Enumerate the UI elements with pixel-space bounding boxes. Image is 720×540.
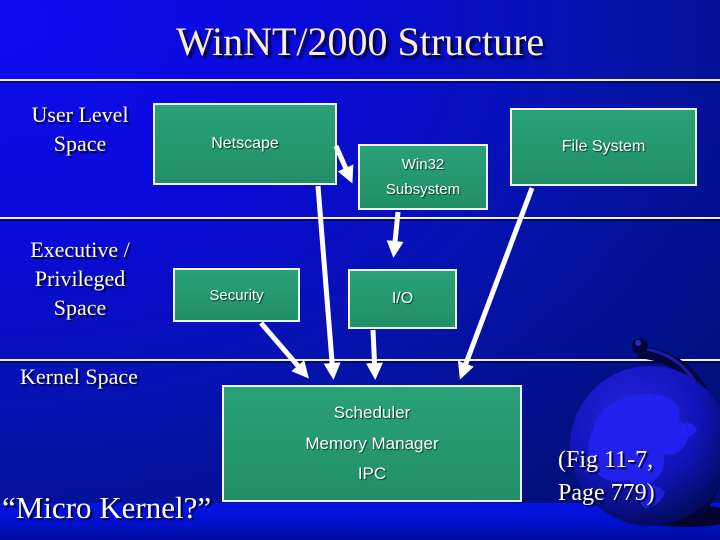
security-box: Security bbox=[173, 268, 300, 322]
arrow-io-to-kernel-core bbox=[366, 329, 383, 380]
figure-caption-line2: Page 779) bbox=[558, 480, 655, 506]
figure-caption: (Fig 11-7, Page 779) bbox=[558, 444, 655, 510]
win32-box-line2: Subsystem bbox=[385, 180, 461, 198]
user-level-line2: Space bbox=[53, 131, 107, 156]
netscape-box: Netscape bbox=[153, 103, 337, 185]
executive-line1: Executive / bbox=[30, 237, 130, 262]
kernel-space-label: Kernel Space bbox=[20, 364, 138, 389]
ipc-label: IPC bbox=[357, 463, 387, 483]
io-box: I/O bbox=[348, 269, 457, 329]
divider-executive-kernel bbox=[0, 359, 720, 361]
arrow-security-to-kernel-core bbox=[259, 321, 309, 379]
micro-kernel-quote: “Micro Kernel?” bbox=[2, 490, 212, 525]
executive-space-label: Executive / Privileged Space bbox=[5, 235, 155, 322]
win32-box-line1: Win32 bbox=[401, 156, 445, 174]
file-system-box-label: File System bbox=[561, 138, 646, 155]
divider-user-executive bbox=[0, 217, 720, 219]
arrow-netscape-to-kernel-core bbox=[315, 185, 341, 380]
kernel-core-box: Scheduler Memory Manager IPC bbox=[222, 385, 522, 502]
figure-caption-line1: (Fig 11-7, bbox=[558, 447, 654, 473]
user-level-line1: User Level bbox=[31, 102, 129, 127]
security-box-label: Security bbox=[209, 286, 264, 304]
win32-subsystem-box: Win32 Subsystem bbox=[358, 144, 488, 210]
scheduler-label: Scheduler bbox=[333, 403, 411, 423]
memory-manager-label: Memory Manager bbox=[305, 433, 439, 453]
executive-line2: Privileged bbox=[34, 266, 126, 291]
slide-title: WinNT/2000 Structure bbox=[175, 19, 545, 64]
netscape-box-label: Netscape bbox=[211, 135, 279, 152]
executive-line3: Space bbox=[53, 295, 107, 320]
arrow-filesystem-to-kernel-core bbox=[457, 187, 535, 380]
user-level-space-label: User Level Space bbox=[5, 100, 155, 158]
divider-title bbox=[0, 79, 720, 81]
file-system-box: File System bbox=[510, 108, 697, 186]
io-box-label: I/O bbox=[391, 290, 414, 307]
arrow-netscape-to-win32 bbox=[333, 144, 354, 184]
